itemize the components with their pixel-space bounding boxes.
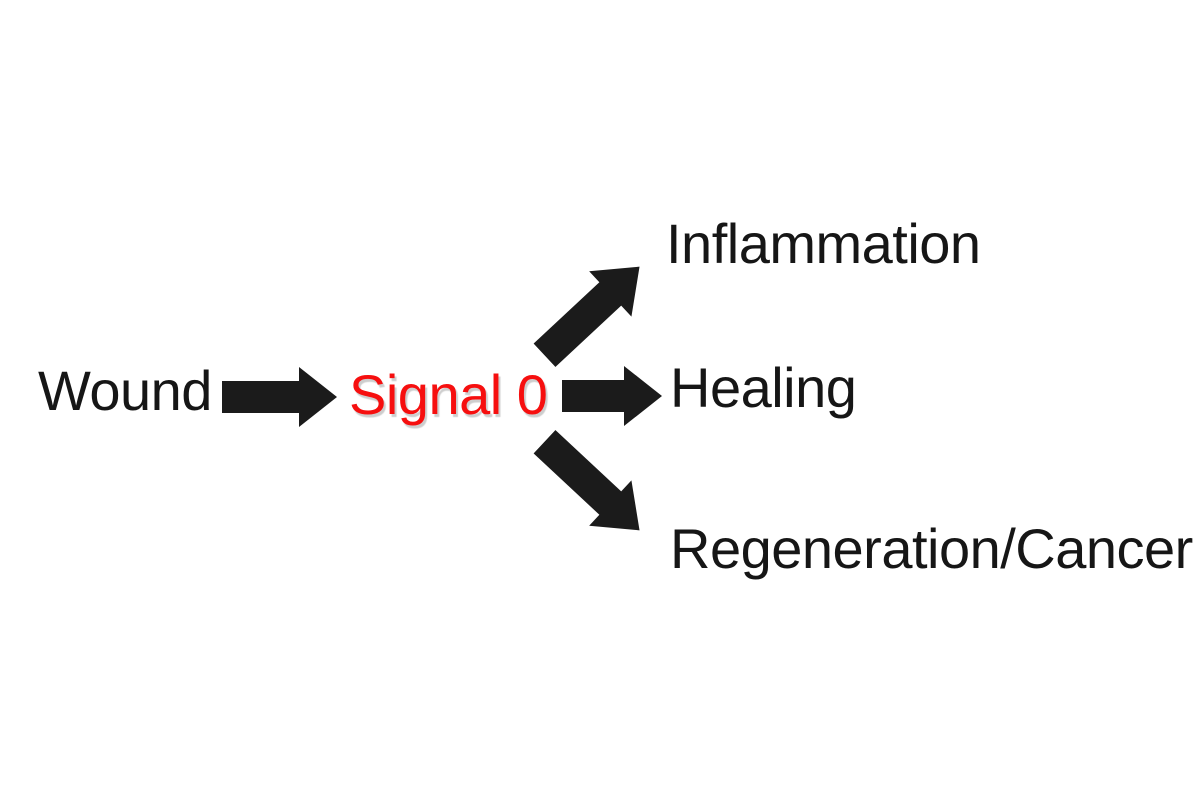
wound-label: Wound — [38, 359, 212, 422]
signal-0-label: Signal 0 — [349, 363, 548, 426]
arrow-right-icon — [562, 366, 662, 426]
arrow-up-right-icon — [523, 244, 660, 378]
inflammation-label: Inflammation — [666, 212, 981, 275]
regeneration-cancer-label: Regeneration/Cancer — [670, 517, 1193, 580]
healing-label: Healing — [670, 356, 857, 419]
arrow-right-icon — [222, 367, 337, 427]
arrow-down-right-icon — [523, 419, 660, 553]
